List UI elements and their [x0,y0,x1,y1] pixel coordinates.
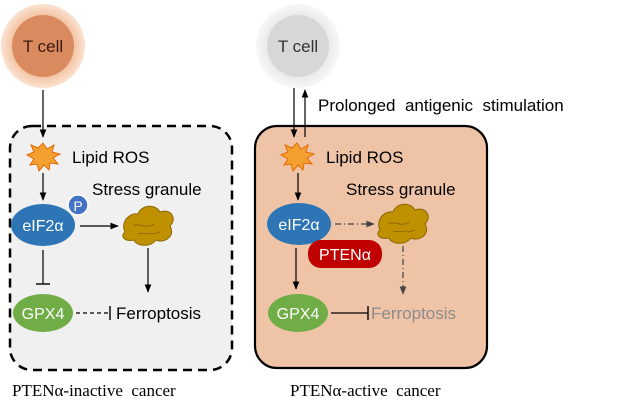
right-ros-burst-icon [279,142,316,173]
right-gpx4-label: GPX4 [277,306,320,323]
left-tcell [12,15,74,77]
right-granule-label: Stress granule [346,180,456,199]
left-ros-burst-icon [25,142,62,173]
left-granule-label: Stress granule [92,180,202,199]
right-gpx4-node [268,294,328,332]
left-eif2a-node [11,204,75,246]
right-eif2a-node [267,203,331,245]
left-gpx4-label: GPX4 [22,306,65,323]
left-phospho-label: P [73,198,82,214]
right-stimulation-label: Prolonged antigenic stimulation [318,96,564,115]
right-granule-texture [387,221,416,233]
left-ros-label: Lipid ROS [72,148,149,167]
right-ros-label: Lipid ROS [326,148,403,167]
left-panel: T cell Lipid ROS Stress granule eIF2α P … [1,4,234,400]
left-panel-caption: PTENα-inactive cancer [12,381,176,400]
right-ptena-label: PTENα [319,247,371,264]
left-ferroptosis-label: Ferroptosis [116,304,201,323]
right-ptena-node [308,240,382,268]
left-granule-texture [132,223,161,235]
right-panel-caption: PTENα-active cancer [290,381,441,400]
right-panel: T cell Prolonged antigenic stimulation L… [253,4,564,400]
right-ferroptosis-label: Ferroptosis [371,304,456,323]
right-eif2a-label: eIF2α [278,217,319,234]
left-gpx4-node [13,294,73,332]
left-tcell-label: T cell [23,37,63,56]
left-phospho-badge [67,194,89,216]
left-eif2a-label: eIF2α [22,218,63,235]
right-tcell-label: T cell [278,37,318,56]
right-tcell [267,15,329,77]
